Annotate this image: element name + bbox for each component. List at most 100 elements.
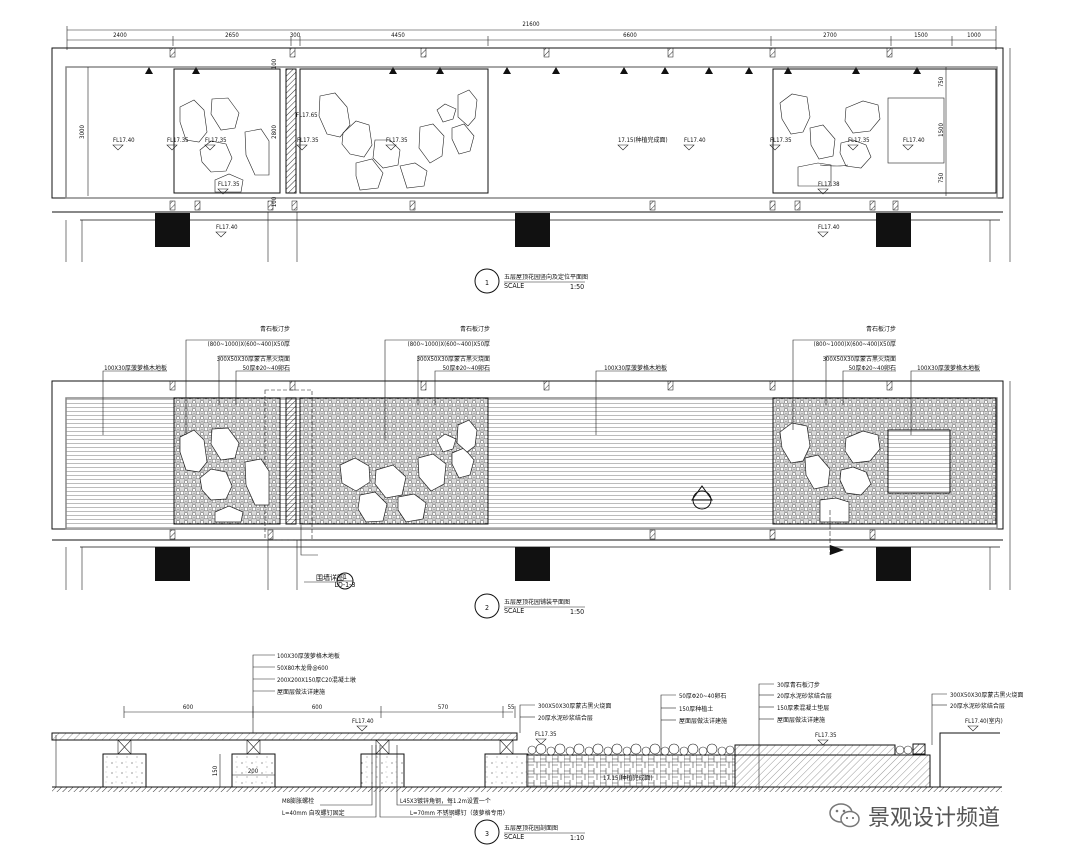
callout: L=70mm 不锈钢螺钉（菠萝格专用） [410,809,509,817]
svg-text:FL17.35: FL17.35 [848,137,870,144]
dim: 570 [438,704,449,711]
callout: 200X200X150厚C20混凝土墩 [277,676,356,684]
svg-text:FL17.40: FL17.40 [903,137,925,144]
svg-text:FL17.35: FL17.35 [167,137,189,144]
callout-deck: 100X30厚菠萝格木地板 [104,364,167,372]
dim: 1500 [938,123,945,137]
dim: 750 [938,172,945,183]
dim: 4450 [391,32,405,39]
dim: 100 [271,58,278,69]
callout: 屋面层做法详建施 [277,688,325,696]
roof-slab [52,787,1002,792]
dimension-chain-top: 21600 2400 2650 300 4450 6600 2700 1500 … [66,21,997,50]
svg-text:FL17.35: FL17.35 [770,137,792,144]
dim: 150 [212,765,219,776]
callout-granite: 300X50X30厚蒙古黑火烧面 [417,355,490,363]
level: FL17.40(室内) [965,717,1003,725]
callout-pebble: 50厚Φ20~40卵石 [849,364,896,372]
dim: 300 [290,32,301,39]
callout: 100X30厚菠萝格木地板 [277,652,340,660]
dim: 2800 [271,125,278,139]
watermark: 景观设计频道 [828,800,1000,832]
level: FL17.35 [535,731,557,738]
dim: 55 [508,704,515,711]
feature-wall [285,68,297,194]
elevation-markers: FL17.40 FL17.35 FL17.35 FL17.35 FL17.65 … [112,112,925,238]
dim: 6600 [623,32,637,39]
svg-text:FL17.35: FL17.35 [386,137,408,144]
svg-text:FL17.40: FL17.40 [113,137,135,144]
dim: 600 [312,704,323,711]
svg-text:FL17.38: FL17.38 [818,181,840,188]
level: 17.15(种植完成面) [603,774,653,782]
drawing-title-1: 1 五层屋顶花园竖向及定位平面图 SCALE 1:50 [474,268,588,294]
svg-text:SCALE: SCALE [504,607,524,615]
callout: M8膨胀螺栓 [282,797,314,805]
dim: 100 [271,196,278,207]
level: FL17.35 [815,732,837,739]
detail-reference[interactable]: 围墙详图 1 LD-1-3 [304,572,356,590]
section-3: 600 600 570 55 150 200 100X30厚菠萝格木地板 50X… [51,652,1023,845]
svg-text:1:50: 1:50 [570,608,584,616]
svg-text:1: 1 [485,279,489,287]
callout-pebble: 50厚Φ20~40卵石 [443,364,490,372]
svg-text:SCALE: SCALE [504,833,524,841]
planting-soil [526,754,736,788]
svg-text:FL17.35: FL17.35 [205,137,227,144]
plan-2-paving: 青石板汀步 (800~1000)X(600~400)X50厚 300X50X30… [51,325,1011,619]
svg-text:FL17.65: FL17.65 [296,112,318,119]
wall-posts [169,47,899,211]
callout: 屋面层做法详建施 [679,717,727,725]
callout: 150厚种植土 [679,705,713,713]
dim: 1000 [967,32,981,39]
callout: 300X50X30厚蒙古黑火烧面 [538,702,611,710]
callout: 300X50X30厚蒙古黑火烧面 [950,691,1023,699]
callout-stone-size: (800~1000)X(600~400)X50厚 [408,341,490,348]
callout: 20厚水泥砂浆结合层 [950,702,1005,710]
svg-text:五层屋顶花园剖面图: 五层屋顶花园剖面图 [504,824,558,832]
bluestone-steps [179,419,881,523]
dim: 750 [938,76,945,87]
drawing-title-2: 2 五层屋顶花园铺装平面图 SCALE 1:50 [474,593,585,619]
callout-stone-step: 青石板汀步 [260,325,290,333]
drawing-title-3: 3 五层屋顶花园剖面图 SCALE 1:10 [474,819,585,845]
callout-granite: 300X50X30厚蒙古黑火烧面 [823,355,896,363]
callout-granite: 300X50X30厚蒙古黑火烧面 [217,355,290,363]
columns [155,213,911,247]
svg-text:1:50: 1:50 [570,283,584,291]
svg-text:2: 2 [485,604,489,612]
stepping-stones [179,89,881,193]
callout: 150厚素混凝土垫层 [777,704,829,712]
svg-text:3: 3 [485,830,489,838]
svg-text:围墙详图: 围墙详图 [316,573,344,582]
dim-total: 21600 [522,21,540,28]
section-cut-marker [691,485,844,555]
plan-1-layout: 21600 2400 2650 300 4450 6600 2700 1500 … [51,21,1011,294]
callout-stone-step: 青石板汀步 [866,325,896,333]
callout: L=40mm 自攻螺钉固定 [282,809,345,817]
dim: 1500 [914,32,928,39]
callout-pebble: 50厚Φ20~40卵石 [243,364,290,372]
callout-stone-step: 青石板汀步 [460,325,490,333]
svg-text:17.15(种植完成面): 17.15(种植完成面) [618,136,668,144]
garden-bed-1 [173,68,281,194]
pebble-layer [527,743,913,756]
svg-text:FL17.35: FL17.35 [297,137,319,144]
svg-text:LD-1-3: LD-1-3 [335,581,356,589]
concrete-base [734,754,931,788]
callout: 20厚水泥砂浆结合层 [538,714,593,722]
watermark-text: 景观设计频道 [868,806,1001,831]
timber-deck-section [51,732,518,741]
svg-text:1: 1 [343,573,347,581]
dim: 200 [248,768,259,775]
dim: 3000 [79,125,86,139]
svg-text:FL17.35: FL17.35 [218,181,240,188]
level: FL17.40 [352,718,374,725]
dim: 2400 [113,32,127,39]
garden-bed-3 [772,68,997,194]
svg-text:FL17.40: FL17.40 [216,224,238,231]
feature-wall [285,397,297,525]
svg-text:SCALE: SCALE [504,282,524,290]
material-callouts [102,339,980,556]
